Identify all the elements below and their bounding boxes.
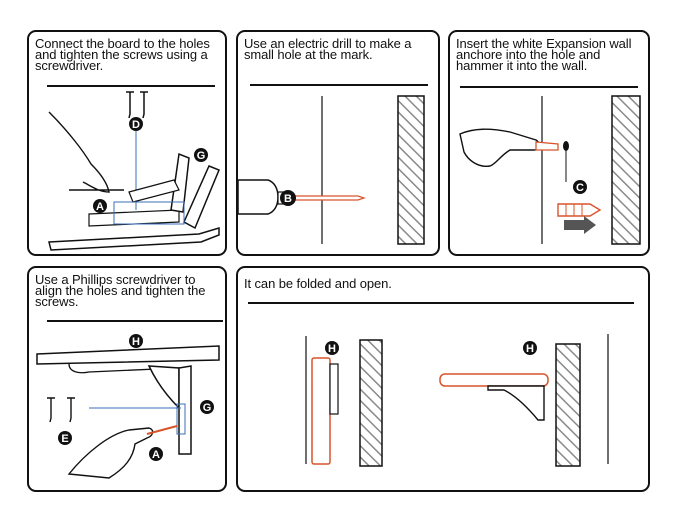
screw-icon bbox=[126, 91, 148, 119]
screw-icon bbox=[47, 397, 75, 423]
part-label-E: E bbox=[61, 433, 68, 445]
drill-bit bbox=[285, 195, 366, 201]
part-label-C: C bbox=[576, 182, 584, 194]
part-label-H: H bbox=[328, 343, 336, 355]
caption-divider bbox=[248, 302, 634, 304]
step-panel-5: It can be folded and open. H H bbox=[236, 266, 650, 492]
part-label-A: A bbox=[96, 201, 104, 213]
wall-section bbox=[359, 339, 383, 467]
step-1-caption: Connect the board to the holes and tight… bbox=[35, 36, 210, 73]
step-2-caption: Use an electric drill to make a small ho… bbox=[244, 36, 412, 62]
step-4-illustration: H G E A bbox=[36, 334, 220, 479]
step-panel-1: Connect the board to the holes and tight… bbox=[27, 30, 227, 256]
step-3-caption: Insert the white Expansion wall anchore … bbox=[456, 36, 632, 73]
caption-divider bbox=[250, 84, 428, 86]
folded-table bbox=[311, 357, 331, 465]
step-panel-4: Use a Phillips screwdriver to align the … bbox=[27, 266, 227, 492]
step-3-illustration: C bbox=[459, 95, 641, 245]
hand-icon bbox=[459, 128, 541, 167]
part-label-D: D bbox=[132, 119, 140, 131]
caption-divider bbox=[47, 320, 223, 322]
wall-section bbox=[611, 95, 641, 245]
caption-divider bbox=[47, 85, 215, 87]
step-5-illustration: H H bbox=[305, 334, 609, 467]
wall-section bbox=[397, 95, 425, 245]
part-label-B: B bbox=[284, 193, 292, 205]
step-2-illustration: B bbox=[238, 95, 425, 245]
part-label-G: G bbox=[197, 150, 206, 162]
wall-anchor bbox=[557, 203, 602, 217]
step-panel-2: Use an electric drill to make a small ho… bbox=[236, 30, 440, 256]
wall-section bbox=[555, 343, 581, 467]
part-label-H: H bbox=[526, 343, 534, 355]
step-5-caption: It can be folded and open. bbox=[244, 276, 392, 291]
part-label-A: A bbox=[152, 449, 160, 461]
step-1-illustration: D G A bbox=[48, 91, 220, 251]
part-label-H: H bbox=[132, 336, 140, 348]
step-4-caption: Use a Phillips screwdriver to align the … bbox=[35, 272, 206, 309]
push-arrow-icon bbox=[564, 216, 596, 234]
part-label-G: G bbox=[203, 402, 212, 414]
step-panel-3: Insert the white Expansion wall anchore … bbox=[448, 30, 650, 256]
caption-divider bbox=[460, 86, 638, 88]
open-table bbox=[439, 373, 549, 387]
hand-icon bbox=[67, 427, 154, 479]
